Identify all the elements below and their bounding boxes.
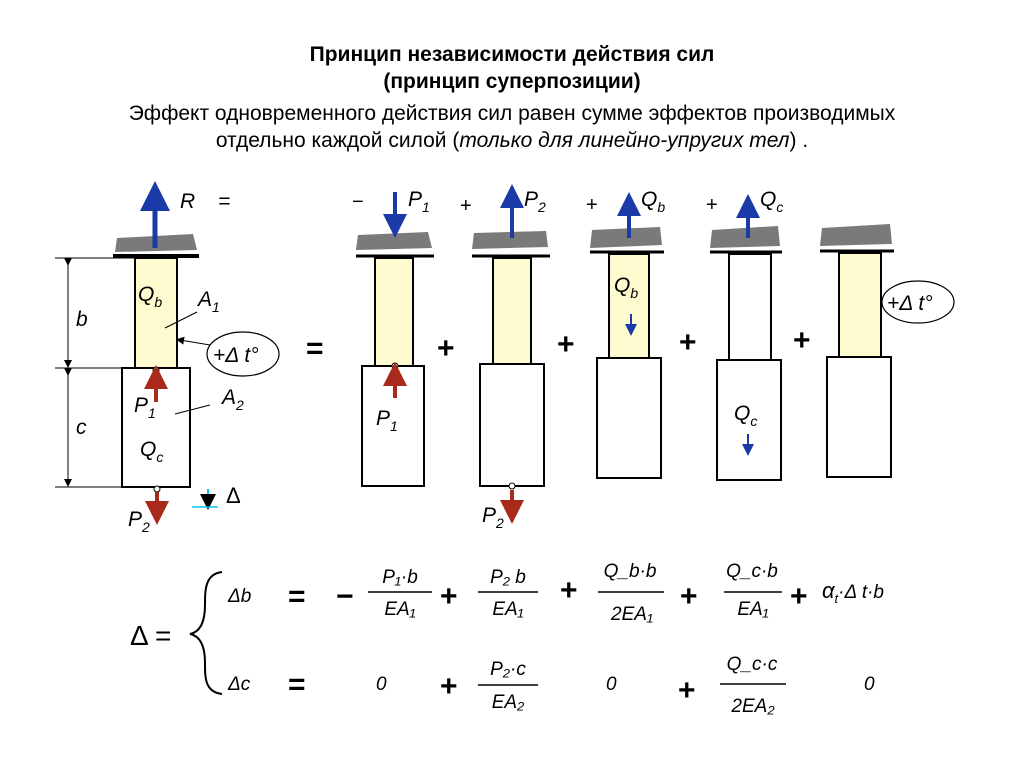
formula-lhs: Δ = bbox=[130, 620, 171, 651]
label-Qb: Qb bbox=[138, 283, 162, 310]
description-end: ) . bbox=[789, 129, 809, 152]
t2-den: EA₁ bbox=[492, 599, 523, 620]
t3-num: Q_b·b bbox=[604, 561, 657, 582]
lower-segment bbox=[479, 363, 545, 487]
main-bar-labels: R = Qb A1 +Δ t° P1 A2 Qc P2 b c Δ bbox=[76, 190, 259, 535]
case-qb: + Qb Qb bbox=[586, 188, 665, 479]
label-P1: P1 bbox=[134, 394, 156, 421]
sign-minus: − bbox=[352, 191, 364, 213]
description-text: отдельно каждой силой ( bbox=[215, 129, 460, 152]
node bbox=[508, 482, 516, 490]
upper-segment bbox=[134, 257, 178, 369]
equals-sign: = bbox=[306, 332, 324, 365]
support bbox=[710, 226, 780, 248]
dt-ellipse bbox=[206, 331, 280, 377]
sign-plus: + bbox=[586, 194, 598, 216]
row2-plus-1: + bbox=[440, 670, 458, 703]
label-R: R bbox=[180, 190, 195, 213]
description-line-1: Эффект одновременного действия сил равен… bbox=[128, 102, 896, 125]
node-p1 bbox=[152, 366, 160, 374]
support bbox=[472, 231, 548, 249]
support bbox=[356, 232, 432, 250]
sign-plus: + bbox=[706, 194, 718, 216]
row2-zero-3: 0 bbox=[864, 674, 875, 695]
r2-t2-den: EA₂ bbox=[492, 692, 525, 713]
leader-dt bbox=[176, 336, 211, 346]
row2-plus-2: + bbox=[678, 674, 696, 707]
label-P1: P1 bbox=[376, 407, 398, 434]
lower-segment bbox=[716, 359, 782, 481]
dim-label-c: c bbox=[76, 416, 87, 439]
upper-segment bbox=[608, 253, 650, 359]
plus-sign: + bbox=[437, 332, 455, 365]
lower-segment bbox=[596, 357, 662, 479]
row1-plus-4: + bbox=[790, 580, 808, 613]
page-title: Принцип независимости действия сил bbox=[309, 43, 715, 66]
dt-ellipse bbox=[881, 280, 955, 324]
plus-sign: + bbox=[679, 326, 697, 359]
main-bar bbox=[55, 181, 280, 525]
row1-plus-3: + bbox=[680, 580, 698, 613]
sign-plus: + bbox=[460, 195, 472, 217]
description-line-2: отдельно каждой силой (только для линейн… bbox=[0, 128, 1024, 154]
row2-var: Δc bbox=[227, 674, 251, 695]
row1-var: Δb bbox=[227, 586, 251, 607]
label-Qc: Qc bbox=[140, 438, 163, 465]
t2-num: P₂ b bbox=[490, 567, 526, 588]
row1-plus-1: + bbox=[440, 580, 458, 613]
label-A2: A2 bbox=[220, 386, 244, 413]
leader-A1 bbox=[164, 311, 198, 329]
label-P2: P2 bbox=[482, 504, 504, 531]
row1-plus-2: + bbox=[560, 574, 578, 607]
support bbox=[590, 227, 662, 248]
plus-sign: + bbox=[793, 324, 811, 357]
t1-den: EA₁ bbox=[384, 599, 415, 620]
t4-num: Q_c·b bbox=[726, 561, 778, 582]
leader-A2 bbox=[174, 404, 211, 415]
case-p2: + P2 P2 bbox=[460, 184, 550, 531]
upper-segment bbox=[838, 252, 882, 358]
row2-zero-2: 0 bbox=[606, 674, 617, 695]
t1-num: P₁·b bbox=[382, 567, 418, 588]
label-dt: +Δ t° bbox=[213, 344, 259, 367]
row1-eq: = bbox=[288, 580, 306, 613]
row2-zero-1: 0 bbox=[376, 674, 387, 695]
plus-sign: + bbox=[557, 328, 575, 361]
support bbox=[820, 224, 892, 246]
lower-segment bbox=[826, 356, 892, 478]
page-subtitle: (принцип суперпозиции) bbox=[383, 70, 641, 93]
r2-t2-num: P₂·c bbox=[490, 659, 526, 680]
row2-eq: = bbox=[288, 668, 306, 701]
label-Qc: Qc bbox=[734, 402, 757, 429]
label-A1: A1 bbox=[196, 288, 220, 315]
t4-den: EA₁ bbox=[737, 599, 768, 620]
label-P2-top: P2 bbox=[524, 188, 546, 215]
description-italic: только для линейно-упругих тел bbox=[459, 129, 790, 152]
t5: αt·Δ t·b bbox=[822, 578, 884, 606]
case-qc: + Qc Qc bbox=[706, 188, 783, 481]
label-delta: Δ bbox=[226, 483, 241, 508]
formula-block: Δ = Δb = − P₁·b EA₁ + P₂ b EA₁ + Q_b·b 2… bbox=[130, 561, 884, 717]
label-Qb: Qb bbox=[614, 274, 638, 301]
node-p2 bbox=[153, 485, 161, 493]
label-P2: P2 bbox=[128, 508, 150, 535]
formula-brace bbox=[189, 571, 223, 695]
upper-segment bbox=[492, 257, 532, 365]
node bbox=[391, 362, 399, 370]
case-p1: − P1 P1 bbox=[352, 188, 434, 487]
upper-segment bbox=[374, 257, 414, 367]
case-temperature: +Δ t° bbox=[820, 224, 955, 478]
label-Qb-top: Qb bbox=[641, 188, 665, 215]
equals-top: = bbox=[218, 190, 230, 213]
label-dt: +Δ t° bbox=[887, 292, 933, 315]
label-Qc-top: Qc bbox=[760, 188, 783, 215]
row1-minus: − bbox=[336, 580, 354, 613]
r2-t4-num: Q_c·c bbox=[727, 654, 778, 675]
dim-label-b: b bbox=[76, 308, 88, 331]
t3-den: 2EA₁ bbox=[610, 604, 653, 625]
upper-segment bbox=[728, 253, 772, 361]
r2-t4-den: 2EA₂ bbox=[730, 696, 775, 717]
label-P1-top: P1 bbox=[408, 188, 430, 215]
